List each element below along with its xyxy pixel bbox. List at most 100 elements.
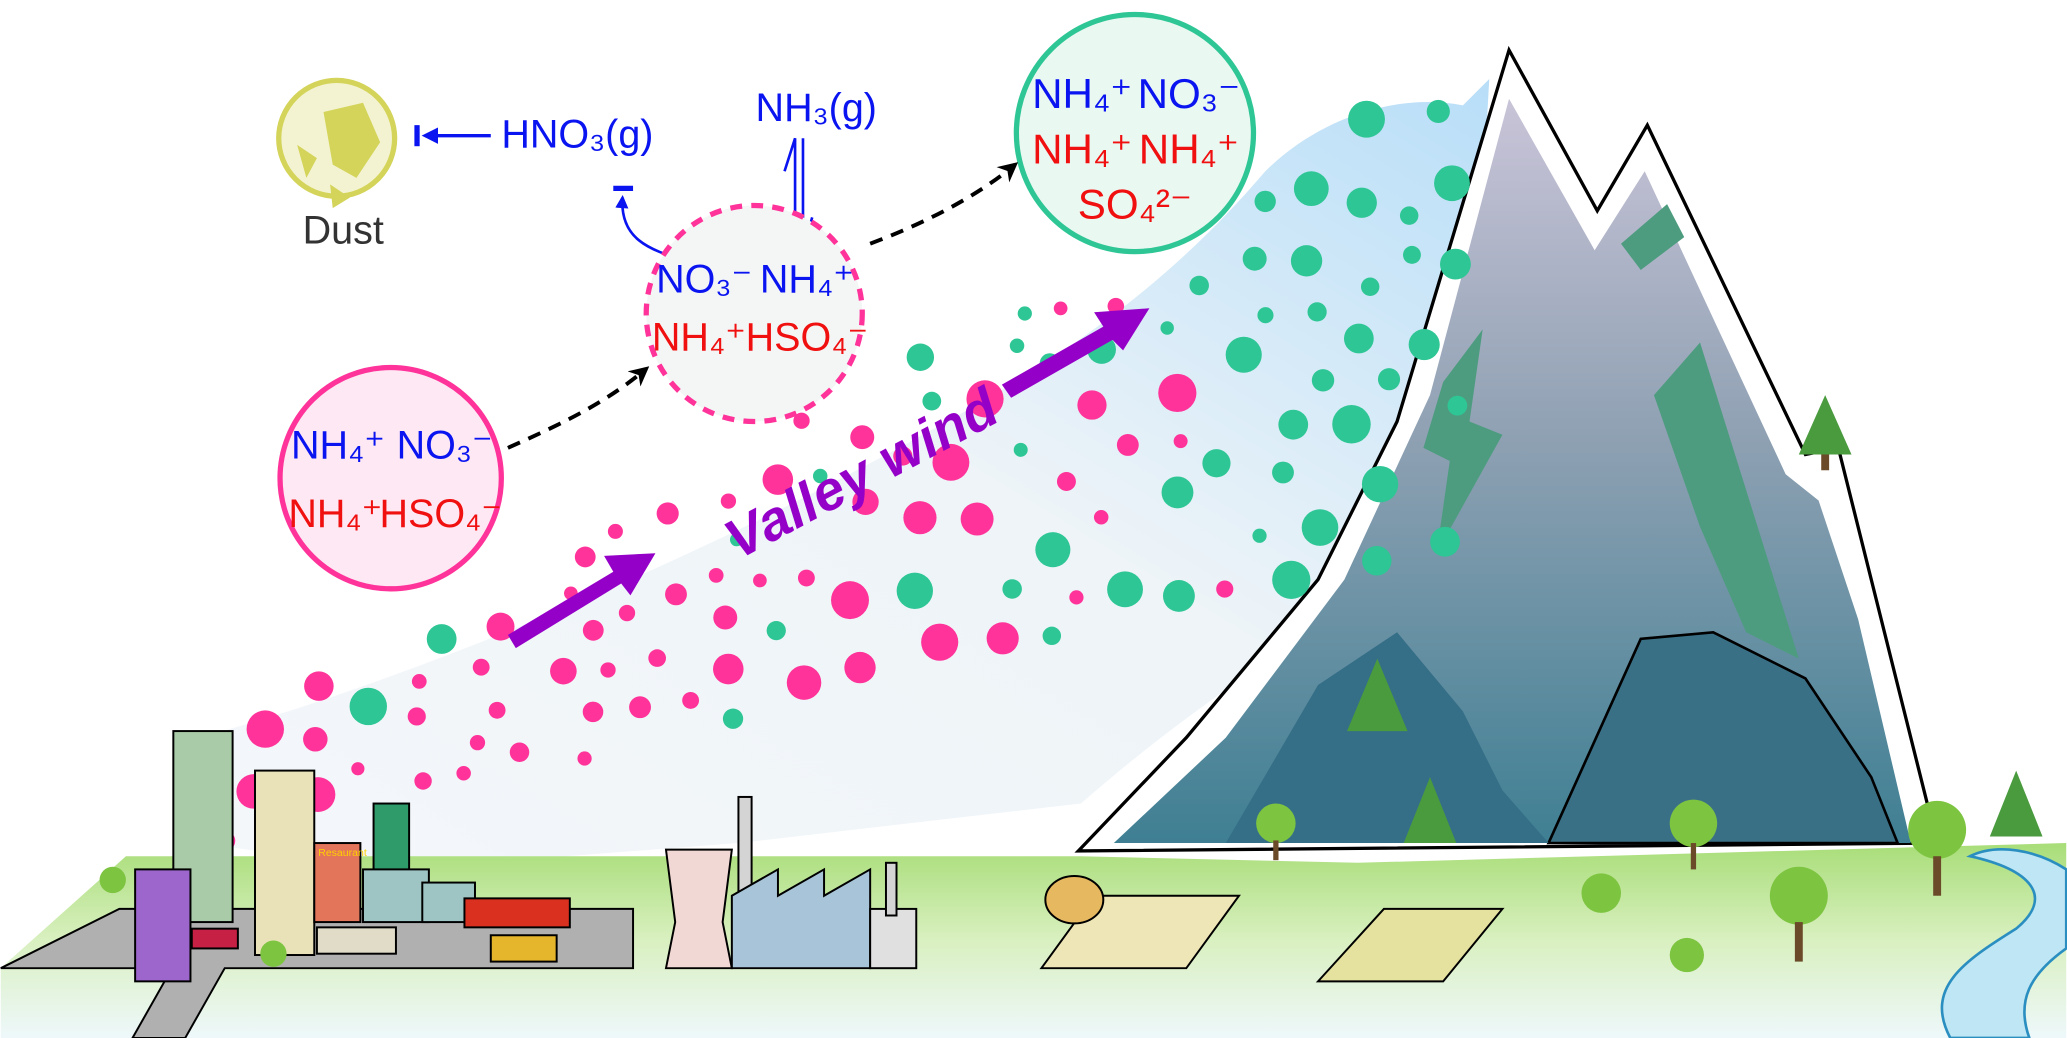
- urban-aerosol-dot: [407, 707, 426, 726]
- hno3-to-dust-arrow: [414, 125, 491, 147]
- urban-aerosol-dot: [720, 493, 737, 509]
- mountain-aerosol-dot: [1332, 405, 1371, 444]
- city: Resaurant: [0, 730, 635, 1038]
- mountain-aerosol-dot: [906, 343, 935, 371]
- trees: [99, 395, 2043, 973]
- urban-aerosol-dot: [600, 662, 616, 678]
- mountain-ion-nh4: NH₄⁺: [1032, 70, 1132, 117]
- mountain-aerosol-dot: [1002, 579, 1022, 599]
- mountain-aerosol-dot: [922, 391, 942, 411]
- urban-aerosol-dot: [753, 573, 767, 588]
- mountain-aerosol-dot: [1426, 99, 1450, 124]
- urban-aerosol-dot: [303, 726, 328, 752]
- mountain-aerosol-dot: [1440, 248, 1471, 280]
- transit-ion-hso4: HSO₄⁻: [746, 315, 869, 359]
- urban-aerosol-dot: [1069, 590, 1084, 605]
- urban-aerosol-dot: [414, 772, 432, 790]
- urban-aerosol-dot: [648, 649, 666, 667]
- mountain-aerosol-dot: [1361, 466, 1399, 503]
- urban-aerosol-dot: [960, 502, 994, 536]
- mountain-aerosol-dot: [812, 468, 828, 484]
- urban-aerosol-dot: [472, 658, 490, 676]
- urban-aerosol-dot: [793, 412, 810, 429]
- mountain-aerosol-dot: [1162, 579, 1195, 612]
- mountain-ion-so4: SO₄²⁻: [1078, 181, 1192, 228]
- particle-mountain: NH₄⁺ NO₃⁻ NH₄⁺ SO₄²⁻ NH₄⁺: [1013, 11, 1257, 255]
- nh3-label: NH₃(g): [756, 86, 877, 130]
- urban-aerosol-dot: [966, 380, 1004, 418]
- mountain-aerosol-dot: [1402, 245, 1421, 264]
- transit-ion-nh4: NH₄⁺: [760, 257, 854, 301]
- urban-aerosol-dot: [1116, 434, 1139, 456]
- urban-aerosol-dot: [682, 691, 700, 709]
- aerosol-band: [198, 79, 1490, 870]
- mountain-aerosol-dot: [1346, 187, 1377, 218]
- urban-aerosol-dot: [1173, 434, 1188, 449]
- urban-aerosol-dot: [582, 701, 604, 723]
- urban-aerosol-dot: [656, 502, 679, 525]
- urban-aerosol-dot: [304, 671, 334, 701]
- transfer-arrows: [507, 162, 1019, 450]
- mountain-aerosol-dot: [730, 533, 744, 547]
- urban-aerosol-dot: [618, 604, 636, 622]
- urban-aerosol-dot: [1056, 471, 1076, 491]
- mountain-aerosol-dot: [1202, 449, 1231, 478]
- mountain-aerosol-dot: [1377, 368, 1401, 391]
- urban-aerosol-dot: [921, 623, 959, 661]
- urban-aerosol-dot: [486, 612, 515, 641]
- urban-aerosol-dot: [708, 568, 724, 583]
- mountain-aerosol-dot: [1290, 245, 1323, 277]
- urban-aerosol-dot: [509, 742, 530, 763]
- mountain-aerosol-dot: [349, 687, 387, 726]
- particle-transit: NO₃⁻ NH₄⁺ NH₄⁺ HSO₄⁻: [643, 202, 869, 425]
- power-plant: [664, 795, 918, 970]
- urban-aerosol-dot: [246, 710, 284, 748]
- ground: [0, 843, 2067, 1038]
- urban-aerosol-dot: [665, 583, 687, 606]
- urban-aerosol-dot: [469, 735, 486, 751]
- mountain-aerosol-dot: [896, 572, 933, 609]
- particle-urban: NH₄⁺ NO₃⁻ NH₄⁺ HSO₄⁻: [277, 364, 504, 592]
- mountain-aerosol-dot: [1242, 246, 1267, 271]
- urban-aerosol-dot: [1077, 390, 1107, 420]
- urban-aerosol-dot: [351, 762, 365, 776]
- mountain-aerosol-dot: [722, 708, 744, 729]
- mountain-aerosol-dot: [1408, 329, 1440, 361]
- urban-aerosol-dot: [1216, 580, 1234, 598]
- mountain: [1074, 45, 1940, 853]
- mountain-aerosol-dot: [1225, 336, 1262, 373]
- urban-ion-hso4: HSO₄⁻: [379, 492, 502, 536]
- urban-aerosol-dot: [786, 665, 822, 700]
- mountain-aerosol-dot: [1035, 532, 1071, 568]
- valley-wind-arrows: [507, 308, 1150, 649]
- urban-aerosol-dot: [844, 651, 876, 684]
- urban-aerosol-dot: [852, 488, 879, 516]
- urban-aerosol-dot: [582, 619, 604, 641]
- urban-aerosol-dot: [550, 657, 577, 685]
- urban-aerosol-dot: [903, 501, 937, 535]
- mountain-aerosol-dot: [1161, 476, 1194, 509]
- urban-aerosol-dot: [1107, 297, 1125, 315]
- mountain-aerosol-dot: [1272, 560, 1311, 599]
- urban-ion-no3: NO₃⁻: [397, 423, 493, 467]
- urban-aerosol-dot: [607, 523, 623, 539]
- farmland: [1039, 874, 1505, 983]
- mountain-aerosol-dot: [1399, 206, 1419, 225]
- urban-aerosol-dot: [986, 622, 1019, 655]
- aerosol-particles: [214, 99, 1471, 852]
- mountain-ion-no3: NO₃⁻: [1138, 70, 1241, 117]
- mountain-aerosol-dot: [1360, 277, 1380, 296]
- urban-aerosol-dot: [488, 701, 506, 719]
- mountain-ion-nh4-2: NH₄⁺: [1032, 125, 1132, 172]
- mountain-aerosol-dot: [1107, 571, 1143, 608]
- urban-aerosol-dot: [893, 446, 913, 466]
- mountain-aerosol-dot: [1017, 306, 1032, 321]
- mountain-aerosol-dot: [1254, 190, 1276, 213]
- mountain-aerosol-dot: [1042, 626, 1062, 646]
- mountain-aerosol-dot: [1013, 442, 1028, 457]
- mountain-aerosol-dot: [426, 624, 457, 654]
- urban-aerosol-dot: [713, 605, 738, 630]
- mountain-aerosol-dot: [1434, 165, 1470, 202]
- urban-aerosol-dot: [713, 653, 744, 685]
- mountain-aerosol-dot: [1189, 275, 1209, 296]
